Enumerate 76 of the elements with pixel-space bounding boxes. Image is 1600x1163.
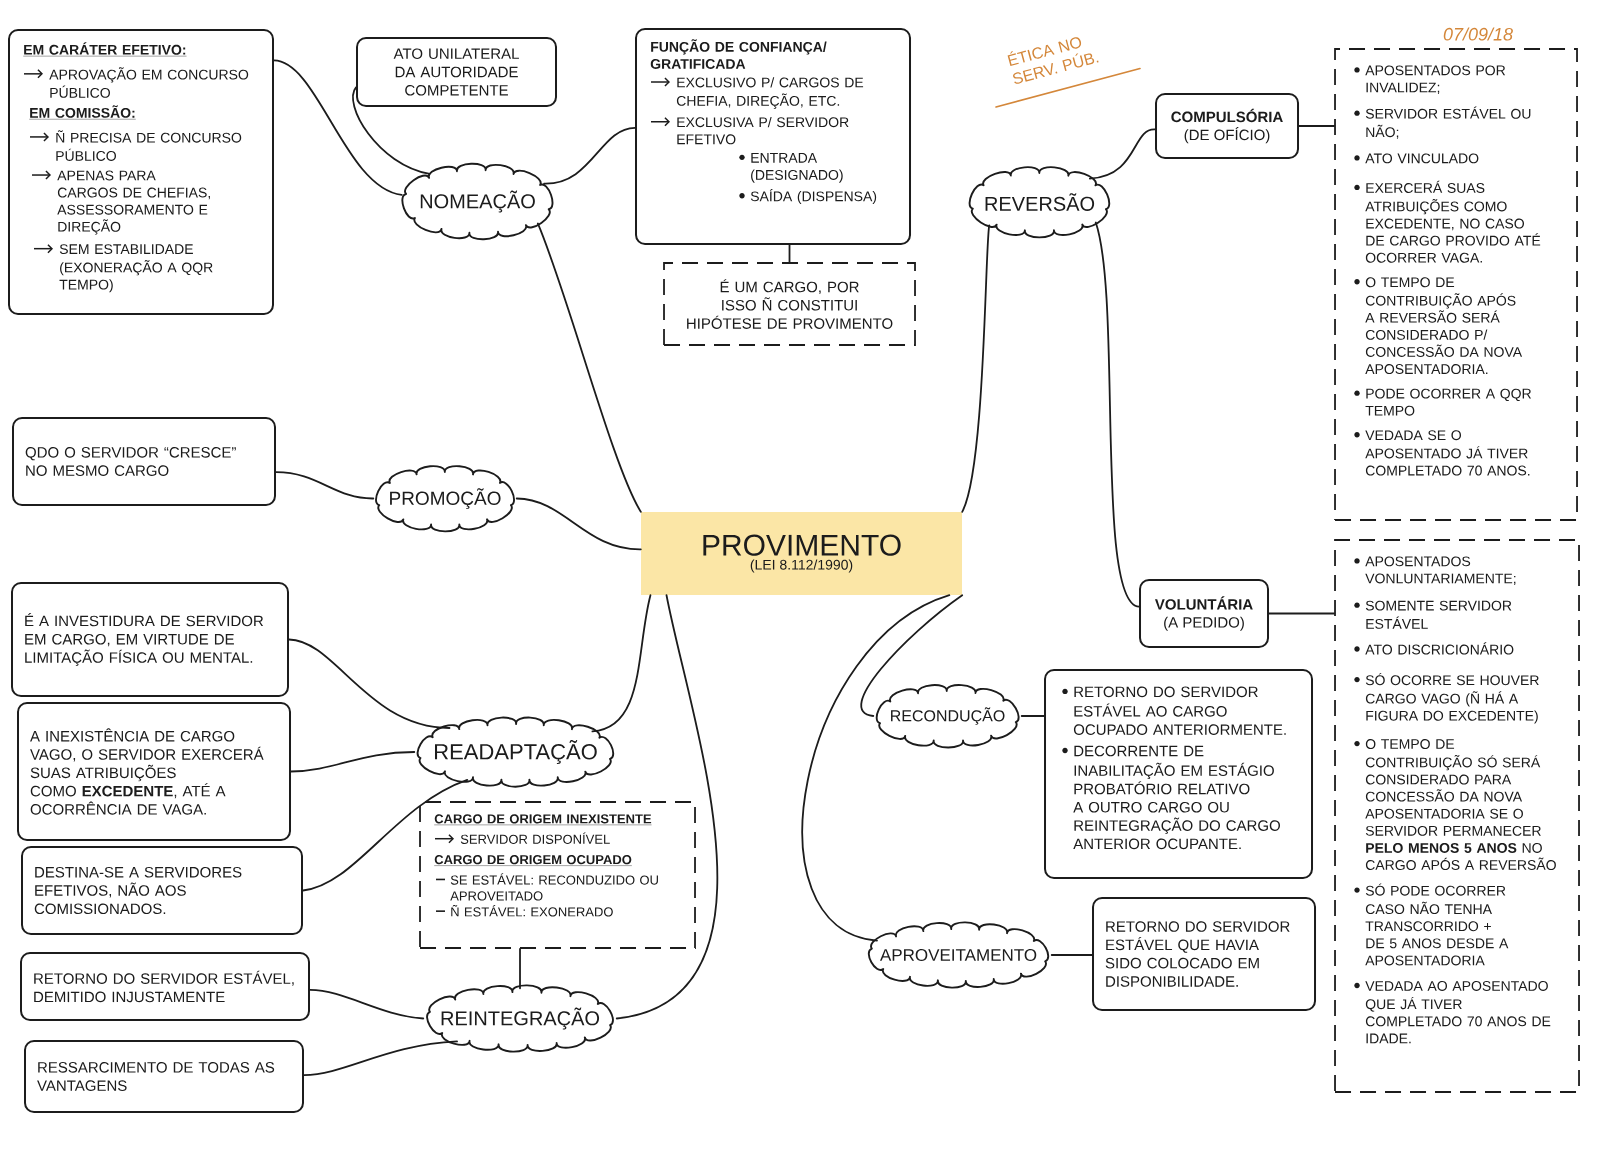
connector-line [860,594,964,717]
connector-line [1298,125,1335,127]
note-box: ATO UNILATERAL DA AUTORIDADE COMPETENTE [356,37,557,107]
topic-box: PROVIMENTO (LEI 8.112/1990) [641,512,962,595]
list-item: SEM ESTABILIDADE (EXONERAÇÃO A QQR TEMPO) [59,244,213,293]
connector-line [543,126,636,185]
note-box: A INEXISTÊNCIA DE CARGO VAGO, O SERVIDOR EXERCERÁ SUAS ATRIBUIÇÕES COMO EXCEDENTE, ATÉ A OCORRÊNCIA DE VAGA. [17,702,291,841]
connector-line [615,594,719,1020]
connector-line [591,594,652,733]
note-box: DESTINA-SE A SERVIDORES EFETIVOS, NÃO AOS COMISSIONADOS. [21,846,303,935]
list-item: EXCLUSIVA P/ SERVIDOR EFETIVO [677,116,849,145]
list-item: SÓ PODE OCORRER CASO NÃO TENHA TRANSCORRIDO + DE 5 ANOS DESDE A APOSENTADORIA [1365,883,1509,966]
list-item: ENTRADA (DESIGNADO) [751,153,843,183]
connector-line [515,497,642,551]
connector-line [1020,715,1045,717]
topic-cloud: RECONDUÇÃO [875,684,1020,749]
list-item: VEDADA SE O APOSENTADO JÁ TIVER COMPLETADO 70 ANOS. [1365,430,1530,476]
list-item: DECORRENTE DE INABILITAÇÃO EM ESTÁGIO PROBATÓRIO RELATIVO A OUTRO CARGO OU REINTEGRAÇÃO DO CARGO ANTERIOR OCUPANTE. [1073,745,1280,850]
list-item: O TEMPO DE CONTRIBUIÇÃO SÓ SERÁ CONSIDERADO PARA CONCESSÃO DA NOVA APOSENTADORIA SE O SERVIDOR PERMANECER PELO MENOS 5 ANOS NO CARGO APÓS A REVERSÃO [1365,739,1556,870]
list-item: PODE OCORRER A QQR TEMPO [1365,388,1531,416]
list-item: ATO DISCRICIONÁRIO [1365,642,1514,655]
list-item: Ñ PRECISA DE CONCURSO PÚBLICO [56,130,242,161]
connector-line [290,751,416,773]
list-item: SERVIDOR DISPONÍVEL [460,832,610,844]
topic-cloud: REINTEGRAÇÃO [426,984,614,1053]
list-item: SOMENTE SERVIDOR ESTÁVEL [1365,600,1512,629]
connector-line [788,244,791,263]
connector-line [303,1040,458,1076]
section-heading: FUNÇÃO DE CONFIANÇA/ GRATIFICADA [650,39,827,69]
connector-line [536,222,642,513]
list-item: APENAS PARA CARGOS DE CHEFIAS, ASSESSORAMENTO E DIREÇÃO [57,170,210,235]
list-item: EXCLUSIVO P/ CARGOS DE CHEFIA, DIREÇÃO, ETC. [676,77,864,109]
topic-cloud: READAPTAÇÃO [416,716,615,788]
list-item: APROVAÇÃO EM CONCURSO PÚBLICO [49,67,249,98]
connector-line [288,638,451,729]
connector-line [275,471,375,500]
list-item: RETORNO DO SERVIDOR ESTÁVEL AO CARGO OCUPADO ANTERIORMENTE. [1073,686,1286,735]
category-box: COMPULSÓRIA (DE OFÍCIO) [1155,93,1299,159]
connector-line [1050,954,1093,956]
category-box: VOLUNTÁRIA (A PEDIDO) [1139,579,1269,648]
topic-cloud: REVERSÃO [968,166,1111,239]
connector-line [1094,221,1140,608]
topic-cloud: NOMEAÇÃO [401,162,554,241]
list-item: SAÍDA (DISPENSA) [750,189,877,205]
connector-line [309,989,425,1020]
connector-line [273,59,403,196]
note-box: RETORNO DO SERVIDOR ESTÁVEL QUE HAVIA SIDO COLOCADO EM DISPONIBILIDADE. [1092,897,1316,1011]
dashed-note-box: É UM CARGO, POR ISSO Ñ CONSTITUI HIPÓTESE DE PROVIMENTO [663,262,916,346]
section-heading: EM COMISSÃO: [29,105,136,120]
list-item: SERVIDOR ESTÁVEL OU NÃO; [1365,106,1531,139]
connector-line [1088,128,1156,180]
note-box: RESSARCIMENTO DE TODAS AS VANTAGENS [24,1040,304,1113]
section-heading: CARGO DE ORIGEM OCUPADO [434,855,633,866]
list-item: Ñ ESTÁVEL: EXONERADO [451,904,613,917]
list-item: O TEMPO DE CONTRIBUIÇÃO APÓS A REVERSÃO SERÁ CONSIDERADO P/ CONCESSÃO DA NOVA APOSENTADORIA. [1365,277,1523,375]
list-item: SÓ OCORRE SE HOUVER CARGO VAGO (Ñ HÁ A FIGURA DO EXCEDENTE) [1365,672,1539,724]
connector-line [801,594,951,942]
connector-line [519,948,521,990]
list-item: ATO VINCULADO [1365,153,1479,164]
list-item: APOSENTADOS POR INVALIDEZ; [1365,65,1506,95]
connector-line [961,224,991,513]
connector-line [1268,612,1335,615]
note-box: RETORNO DO SERVIDOR ESTÁVEL, DEMITIDO INJUSTAMENTE [20,952,310,1021]
topic-cloud: APROVEITAMENTO [867,921,1050,989]
section-heading: CARGO DE ORIGEM INEXISTENTE [434,814,652,826]
list-item: SE ESTÁVEL: RECONDUZIDO OU APROVEITADO [450,873,658,901]
list-item: EXERCERÁ SUAS ATRIBUIÇÕES COMO EXCEDENTE, NO CASO DE CARGO PROVIDO ATÉ OCORRER VAGA. [1365,180,1541,263]
connector-line [352,86,431,175]
topic-cloud: PROMOÇÃO [375,465,516,533]
section-heading: EM CARÁTER EFETIVO: [23,42,187,57]
list-item: APOSENTADOS VONLUNTARIAMENTE; [1365,556,1516,586]
connector-line [302,779,469,892]
handwritten-note: ÉTICA NO SERV. PÚB. [1007,37,1099,84]
note-box: QDO O SERVIDOR “CRESCE” NO MESMO CARGO [12,417,276,506]
note-box: É A INVESTIDURA DE SERVIDOR EM CARGO, EM VIRTUDE DE LIMITAÇÃO FÍSICA OU MENTAL. [11,582,289,697]
list-item: VEDADA AO APOSENTADO QUE JÁ TIVER COMPLETADO 70 ANOS DE IDADE. [1365,981,1551,1044]
